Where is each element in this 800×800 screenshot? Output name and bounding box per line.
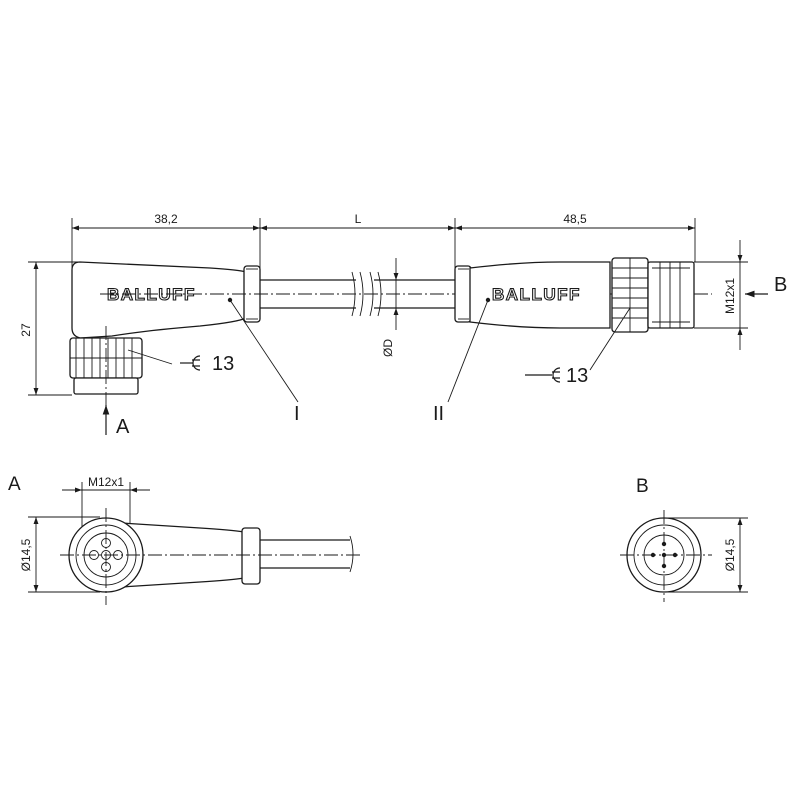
view-a-title: A — [8, 474, 21, 495]
dim-diameter-view-a: Ø14,5 — [19, 538, 33, 571]
wrench-icon-left — [127, 349, 201, 371]
leader-part-two — [447, 299, 489, 403]
dim-height: 27 — [19, 323, 33, 337]
dim-cable-diameter: ØD — [381, 339, 395, 357]
leader-part-one — [229, 299, 299, 403]
label-part-one: I — [294, 403, 300, 425]
top-dimension-lines — [71, 218, 696, 268]
wrench-icon-right — [525, 307, 631, 383]
view-b-arrow-label: B — [774, 274, 787, 296]
dim-thread-view-a: M12x1 — [88, 475, 124, 489]
dim-right-length: 48,5 — [563, 212, 587, 226]
thread-dimension-view-a — [62, 482, 150, 528]
height-dimension — [28, 261, 82, 396]
left-connector-body — [71, 261, 261, 339]
dim-cable-length: L — [355, 212, 362, 226]
view-b-title: B — [636, 476, 649, 497]
brand-logo-right: BALLUFF — [492, 285, 581, 304]
wrench-size-left: 13 — [212, 353, 234, 375]
thread-dimension-right — [694, 240, 748, 350]
diameter-dimension-view-b — [664, 517, 748, 593]
right-connector-body — [454, 261, 611, 329]
dim-left-length: 38,2 — [154, 212, 178, 226]
diameter-dimension-view-a — [28, 516, 100, 593]
wrench-size-right: 13 — [566, 365, 588, 387]
label-part-two: II — [433, 403, 444, 425]
dim-diameter-view-b: Ø14,5 — [723, 538, 737, 571]
view-a-arrow-label: A — [116, 416, 130, 438]
dim-thread-right: M12x1 — [723, 278, 737, 314]
right-coupling-nut — [611, 257, 695, 333]
brand-logo-left: BALLUFF — [107, 285, 196, 304]
